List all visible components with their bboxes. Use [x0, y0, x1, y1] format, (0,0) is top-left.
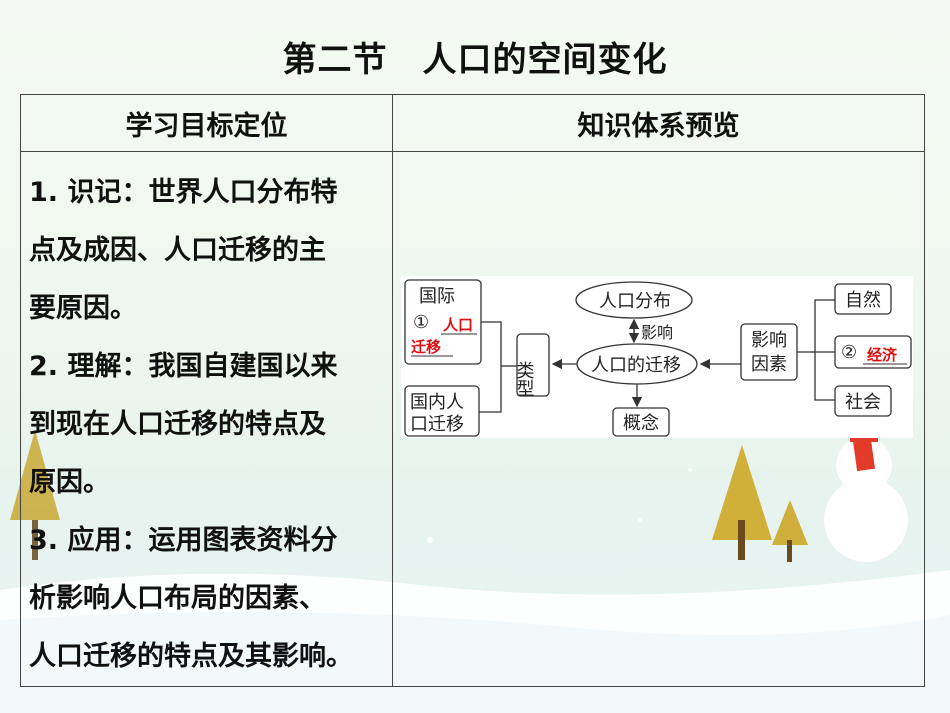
label-natural: 自然	[845, 290, 881, 311]
answer-economic: 经济	[867, 346, 898, 364]
node-population-distribution	[575, 281, 693, 319]
knowledge-preview-cell: 国际 ① 人口 迁移 国内人 口迁移 类型 人口分布	[392, 151, 925, 687]
label-influence: 影响	[641, 323, 673, 342]
objectives-cell: 1. 识记：世界人口分布特 点及成因、人口迁移的主 要原因。 2. 理解：我国自…	[20, 151, 393, 687]
label-domestic-1: 国内人	[410, 392, 464, 413]
label-population-distribution: 人口分布	[599, 291, 671, 312]
box-social	[834, 385, 892, 417]
objective-1-line-2: 点及成因、人口迁移的主	[29, 235, 326, 266]
answer-international-1: 人口	[443, 316, 473, 334]
label-factors-2: 因素	[751, 354, 787, 375]
page-title: 第二节 人口的空间变化	[282, 40, 668, 80]
label-social: 社会	[845, 392, 881, 413]
box-economic	[834, 335, 912, 369]
box-domestic	[404, 385, 480, 437]
label-factors-1: 影响	[751, 330, 787, 351]
marker-1: ①	[413, 312, 429, 333]
objective-1-line-3: 要原因。	[29, 293, 137, 324]
header-learning-objectives: 学习目标定位	[20, 94, 393, 152]
label-concept: 概念	[623, 412, 659, 434]
objective-2-line-3: 原因。	[29, 467, 110, 498]
objective-1-line-1: 1. 识记：世界人口分布特	[29, 177, 338, 208]
box-natural	[834, 283, 892, 315]
objective-3-line-2: 析影响人口布局的因素、	[29, 583, 326, 614]
objective-2-line-1: 2. 理解：我国自建国以来	[29, 351, 338, 382]
objective-3-line-3: 人口迁移的特点及其影响。	[29, 641, 353, 672]
knowledge-diagram: 国际 ① 人口 迁移 国内人 口迁移 类型 人口分布	[401, 276, 913, 438]
label-population-migration: 人口的迁移	[591, 355, 681, 376]
label-domestic-2: 口迁移	[410, 414, 464, 435]
box-concept	[612, 407, 670, 437]
objectives-table: 学习目标定位 知识体系预览 1. 识记：世界人口分布特 点及成因、人口迁移的主 …	[20, 94, 925, 687]
header-knowledge-preview: 知识体系预览	[392, 94, 925, 152]
label-types: 类型	[514, 361, 535, 397]
objective-3-line-1: 3. 应用：运用图表资料分	[29, 525, 338, 556]
box-types	[516, 333, 550, 397]
objective-2-line-2: 到现在人口迁移的特点及	[29, 409, 326, 440]
answer-international-2: 迁移	[411, 338, 441, 356]
marker-2: ②	[841, 342, 857, 363]
label-international: 国际	[419, 286, 455, 307]
